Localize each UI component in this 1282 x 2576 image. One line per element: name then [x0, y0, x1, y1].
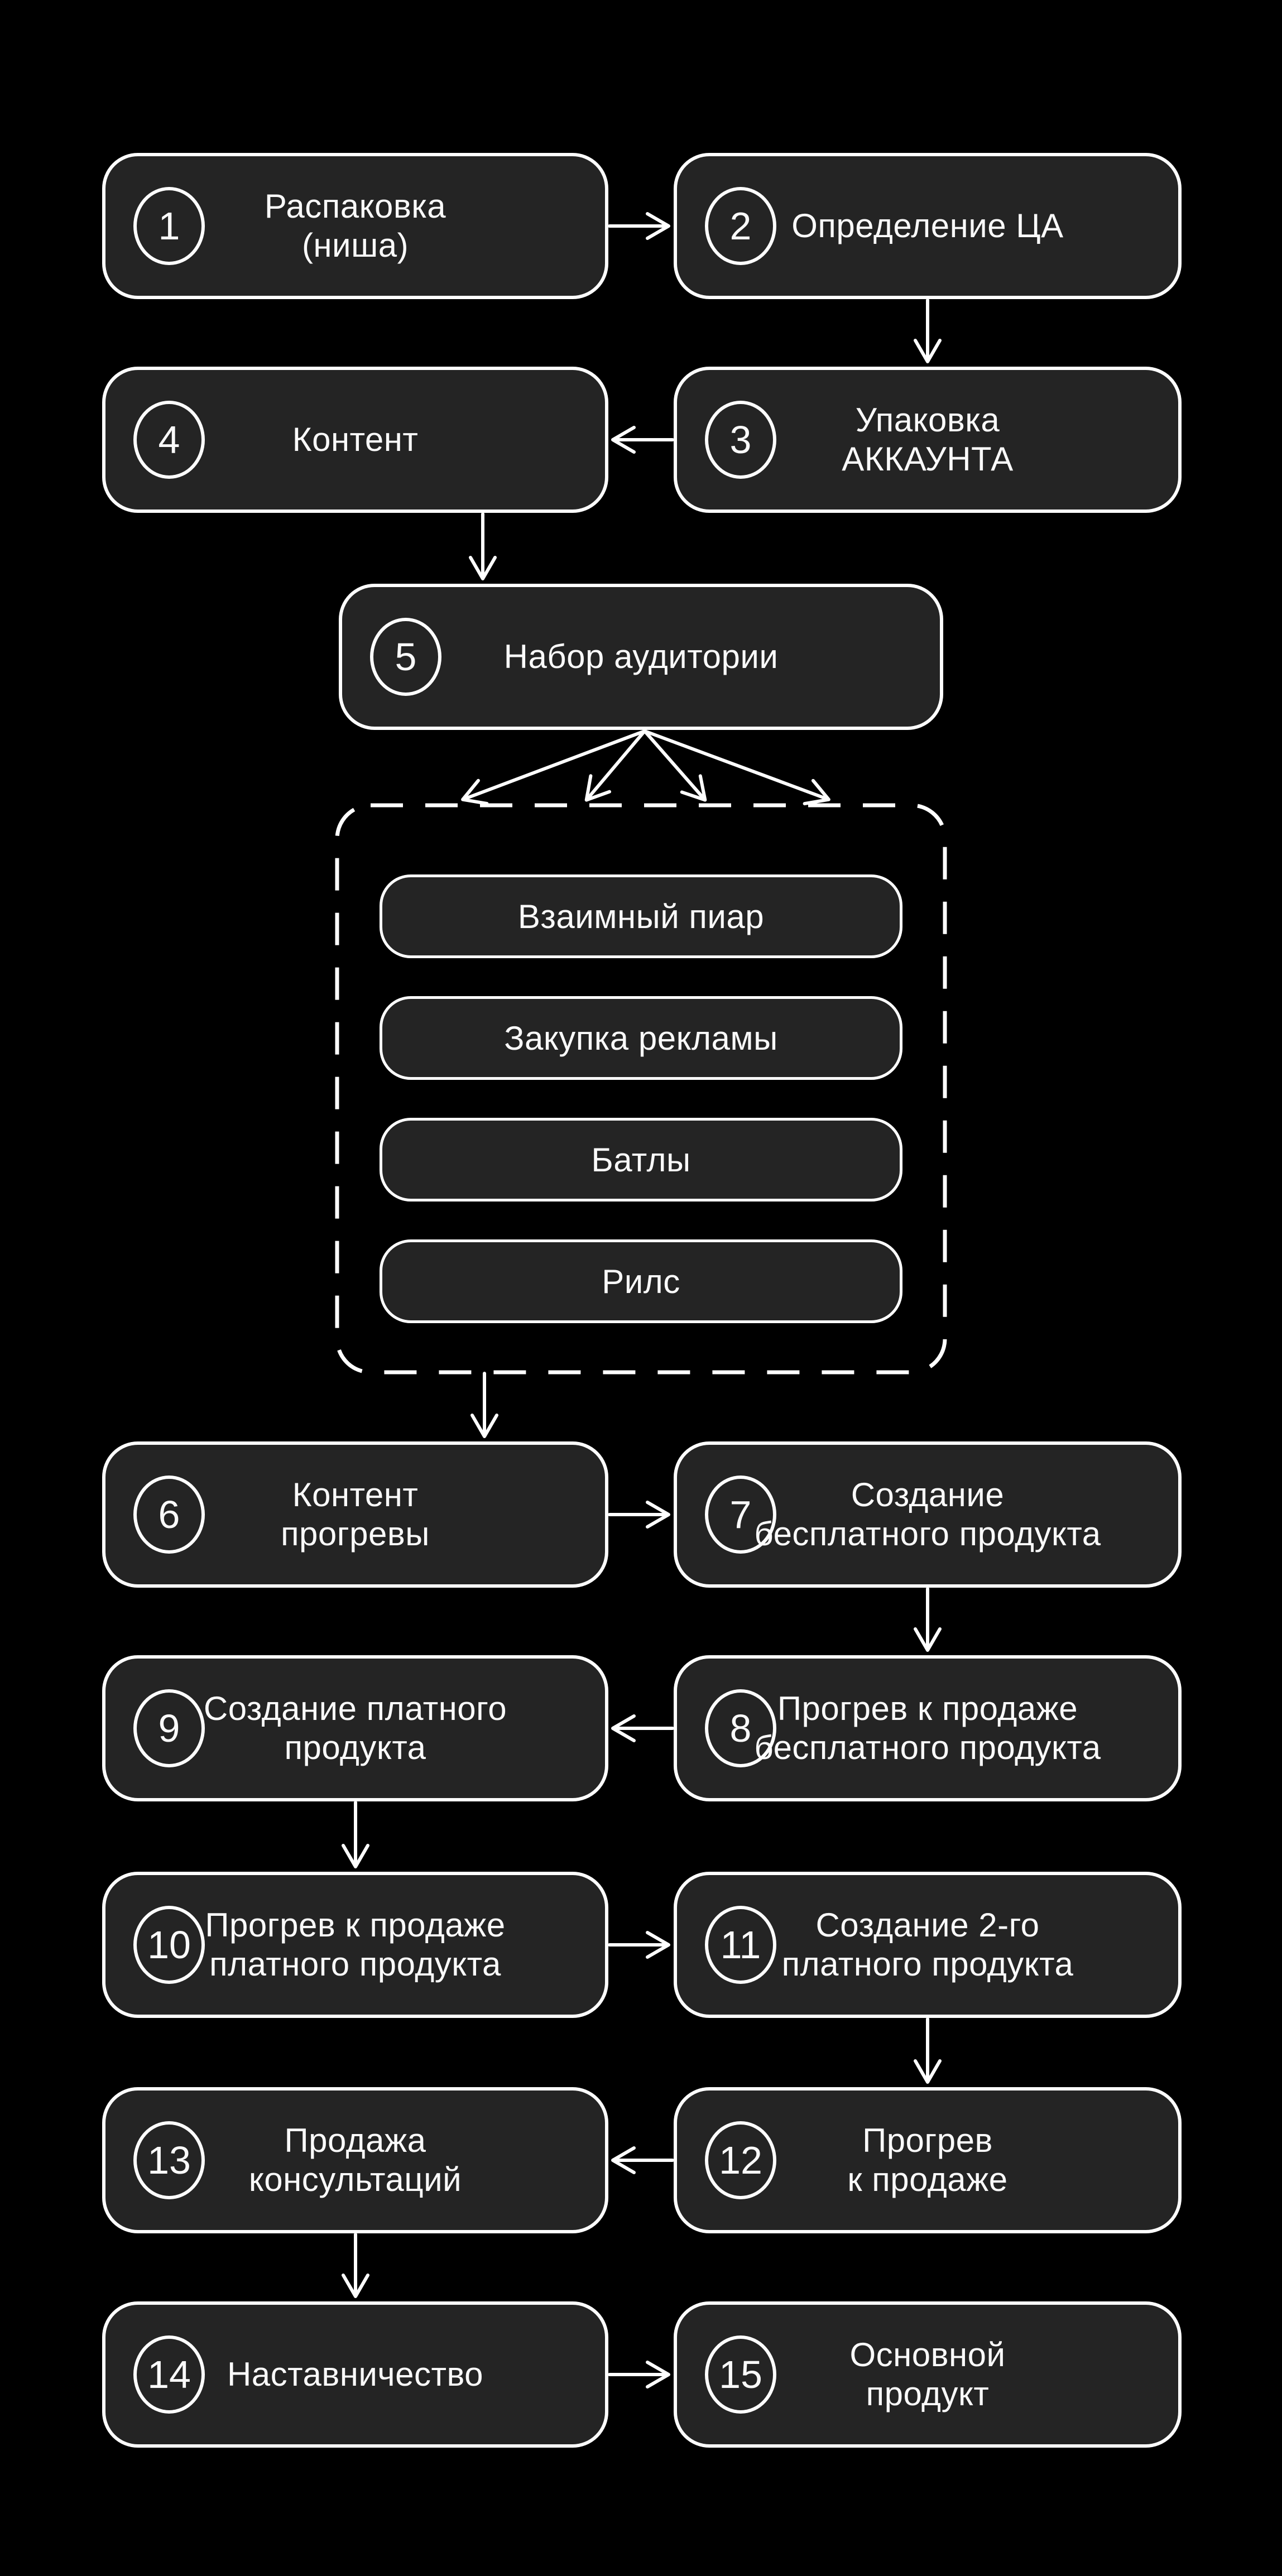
step-box-15: 15 Основной продукт [674, 2301, 1182, 2448]
step-number-badge: 4 [133, 401, 205, 479]
step-label: Распаковка (ниша) [264, 188, 446, 264]
audience-source-label: Взаимный пиар [517, 897, 765, 935]
step-box-10: 10 Прогрев к продаже платного продукта [102, 1872, 608, 2018]
step-number-badge: 2 [705, 187, 776, 265]
audience-sources-group [335, 803, 947, 1374]
audience-source-pill: Взаимный пиар [380, 874, 902, 958]
audience-source-pill: Батлы [380, 1118, 902, 1202]
step-number-badge: 6 [133, 1476, 205, 1554]
step-number-badge: 15 [705, 2335, 776, 2414]
step-label: Основной продукт [849, 2336, 1006, 2412]
step-number-badge: 5 [370, 618, 441, 696]
step-number-badge: 7 [705, 1476, 776, 1554]
step-box-3: 3 Упаковка АККАУНТА [674, 367, 1182, 513]
audience-source-label: Рилс [602, 1262, 680, 1300]
step-box-2: 2 Определение ЦА [674, 153, 1182, 299]
step-box-5: 5 Набор аудитории [339, 584, 943, 730]
step-box-7: 7 Создание бесплатного продукта [674, 1441, 1182, 1588]
step-number-badge: 1 [133, 187, 205, 265]
step-label: Создание бесплатного продукта [754, 1476, 1101, 1553]
connector-arrow-step5-fan-3 [643, 729, 707, 802]
audience-source-pill: Рилс [380, 1239, 902, 1323]
step-label: Создание 2-го платного продукта [781, 1906, 1074, 1983]
connector-arrow-step5-fan-2 [584, 729, 646, 802]
step-label: Прогрев к продаже бесплатного продукта [754, 1690, 1101, 1766]
step-box-14: 14 Наставничество [102, 2301, 608, 2448]
audience-source-label: Закупка рекламы [504, 1019, 778, 1057]
step-number-badge: 10 [133, 1906, 205, 1984]
step-number-badge: 3 [705, 401, 776, 479]
step-box-1: 1 Распаковка (ниша) [102, 153, 608, 299]
step-number-badge: 11 [705, 1906, 776, 1984]
step-label: Набор аудитории [503, 638, 779, 676]
step-number-badge: 13 [133, 2121, 205, 2199]
step-number-badge: 14 [133, 2335, 205, 2414]
connector-arrow-step5-fan-1 [461, 729, 646, 805]
step-label: Прогрев к продаже платного продукта [205, 1906, 506, 1983]
step-label: Упаковка АККАУНТА [842, 401, 1014, 478]
step-number-badge: 9 [133, 1689, 205, 1767]
audience-source-pill: Закупка рекламы [380, 996, 902, 1080]
step-box-8: 8 Прогрев к продаже бесплатного продукта [674, 1655, 1182, 1801]
audience-source-label: Батлы [591, 1141, 691, 1179]
step-label: Продажа консультаций [248, 2122, 462, 2198]
step-label: Определение ЦА [791, 207, 1064, 245]
step-label: Контент [292, 421, 419, 459]
step-box-6: 6 Контент прогревы [102, 1441, 608, 1588]
step-label: Наставничество [227, 2356, 484, 2394]
step-number-badge: 12 [705, 2121, 776, 2199]
step-box-9: 9 Создание платного продукта [102, 1655, 608, 1801]
step-box-13: 13 Продажа консультаций [102, 2087, 608, 2233]
step-label: Создание платного продукта [203, 1690, 507, 1766]
step-box-12: 12 Прогрев к продаже [674, 2087, 1182, 2233]
connector-arrow-step5-fan-4 [643, 729, 830, 806]
step-box-4: 4 Контент [102, 367, 608, 513]
step-number-badge: 8 [705, 1689, 776, 1767]
step-box-11: 11 Создание 2-го платного продукта [674, 1872, 1182, 2018]
step-label: Прогрев к продаже [847, 2122, 1008, 2198]
step-label: Контент прогревы [281, 1476, 430, 1553]
